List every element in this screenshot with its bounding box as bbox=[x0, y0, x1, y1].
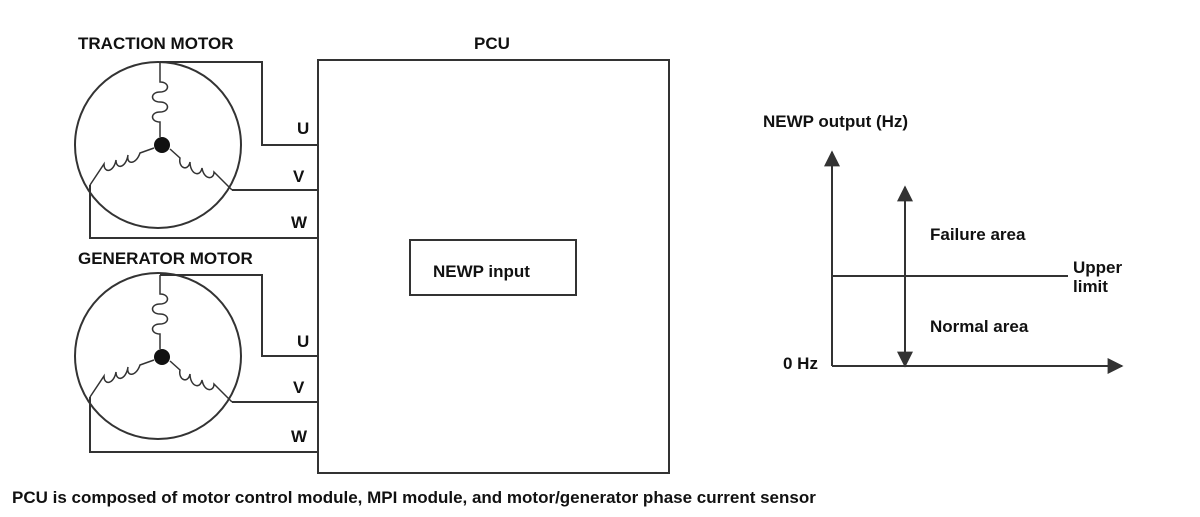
generator-phase-w: W bbox=[291, 427, 308, 446]
traction-motor-neutral-point bbox=[154, 137, 170, 153]
traction-coil-u bbox=[151, 62, 169, 137]
generator-coil-v bbox=[169, 360, 233, 403]
upper-limit-label-line1: Upper bbox=[1073, 258, 1123, 277]
failure-area-label: Failure area bbox=[930, 225, 1026, 244]
traction-wire-u bbox=[160, 61, 318, 146]
generator-motor: GENERATOR MOTOR U V W bbox=[74, 249, 318, 453]
pcu-box bbox=[317, 59, 670, 474]
generator-wire-w bbox=[89, 397, 318, 453]
traction-motor-title: TRACTION MOTOR bbox=[78, 34, 234, 53]
generator-coil-w bbox=[89, 359, 155, 398]
normal-area-label: Normal area bbox=[930, 317, 1029, 336]
generator-coil-u bbox=[151, 275, 169, 349]
newp-output-graph: NEWP output (Hz) 0 Hz Upper limit Failur… bbox=[763, 112, 1124, 374]
generator-motor-title: GENERATOR MOTOR bbox=[78, 249, 253, 268]
diagram-caption: PCU is composed of motor control module,… bbox=[12, 488, 816, 507]
newp-input-label: NEWP input bbox=[433, 262, 530, 281]
generator-phase-u: U bbox=[297, 332, 309, 351]
traction-coil-w bbox=[89, 147, 155, 186]
traction-coil-v bbox=[169, 148, 233, 191]
generator-wire-u bbox=[160, 274, 318, 357]
graph-origin-label: 0 Hz bbox=[783, 354, 818, 373]
newp-input-box bbox=[409, 239, 577, 296]
pcu-block: PCU NEWP input bbox=[317, 34, 670, 474]
traction-phase-w: W bbox=[291, 213, 308, 232]
upper-limit-label-line2: limit bbox=[1073, 277, 1108, 296]
traction-phase-v: V bbox=[293, 167, 305, 186]
pcu-title: PCU bbox=[474, 34, 510, 53]
generator-motor-neutral-point bbox=[154, 349, 170, 365]
traction-motor: TRACTION MOTOR U V W bbox=[74, 34, 318, 239]
traction-phase-u: U bbox=[297, 119, 309, 138]
traction-wire-w bbox=[89, 185, 318, 239]
generator-motor-circle bbox=[74, 272, 242, 440]
graph-y-axis-label: NEWP output (Hz) bbox=[763, 112, 908, 131]
generator-phase-v: V bbox=[293, 378, 305, 397]
traction-motor-circle bbox=[74, 61, 242, 229]
